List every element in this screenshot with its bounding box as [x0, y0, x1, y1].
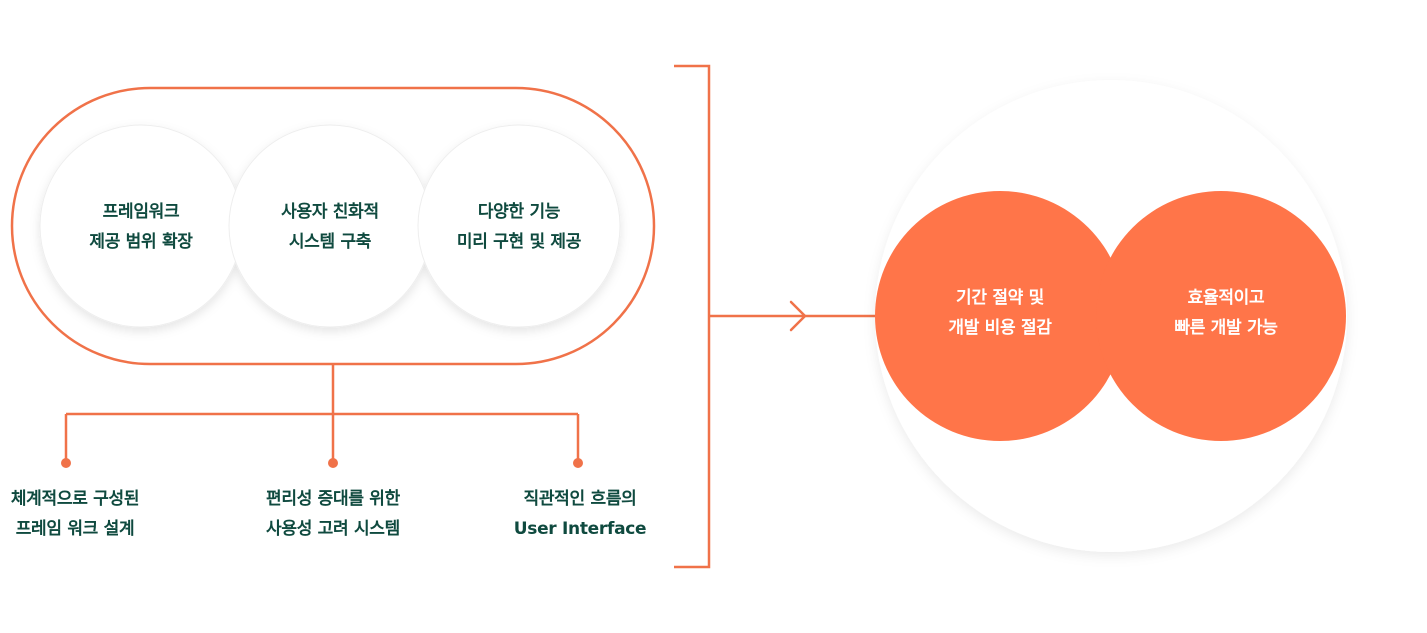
bracket	[674, 64, 711, 569]
point-dot-3	[573, 458, 583, 468]
point-label-1-line1: 체계적으로 구성된	[10, 489, 140, 509]
feature-label-1-line2: 제공 범위 확장	[89, 232, 193, 252]
result-label-1-line2: 개발 비용 절감	[948, 318, 1052, 338]
feature-label-3-line2: 미리 구현 및 제공	[456, 232, 582, 252]
feature-label-2-line1: 사용자 친화적	[281, 202, 379, 222]
result-label-1-line1: 기간 절약 및	[956, 288, 1044, 308]
feature-label-3-line1: 다양한 기능	[477, 202, 561, 222]
point-dot-1	[61, 458, 71, 468]
feature-circles	[39, 124, 621, 328]
feature-label-1-line1: 프레임워크	[102, 202, 180, 222]
point-label-2-line1: 편리성 증대를 위한	[266, 489, 400, 509]
feature-label-2: 사용자 친화적 시스템 구축	[230, 197, 430, 257]
point-label-3-line1: 직관적인 흐름의	[523, 489, 637, 509]
point-label-3-line2: User Interface	[513, 519, 647, 539]
arrow-chevron-icon	[789, 300, 807, 332]
feature-label-3: 다양한 기능 미리 구현 및 제공	[419, 197, 619, 257]
point-label-1-line2: 프레임 워크 설계	[15, 519, 135, 539]
result-label-2-line1: 효율적이고	[1187, 288, 1265, 308]
feature-label-1: 프레임워크 제공 범위 확장	[41, 197, 241, 257]
point-label-1: 체계적으로 구성된 프레임 워크 설계	[0, 484, 150, 544]
result-label-1: 기간 절약 및 개발 비용 절감	[900, 283, 1100, 343]
result-circle-1	[875, 191, 1125, 441]
point-label-2: 편리성 증대를 위한 사용성 고려 시스템	[238, 484, 428, 544]
point-label-3: 직관적인 흐름의 User Interface	[490, 484, 670, 544]
feature-label-2-line2: 시스템 구축	[288, 232, 372, 252]
result-label-2-line2: 빠른 개발 가능	[1174, 318, 1278, 338]
feature-circle-3	[417, 124, 621, 328]
result-circle-2	[1096, 191, 1346, 441]
result-label-2: 효율적이고 빠른 개발 가능	[1126, 283, 1326, 343]
tree-connector	[64, 364, 580, 463]
point-label-2-line2: 사용성 고려 시스템	[266, 519, 400, 539]
point-dot-2	[328, 458, 338, 468]
